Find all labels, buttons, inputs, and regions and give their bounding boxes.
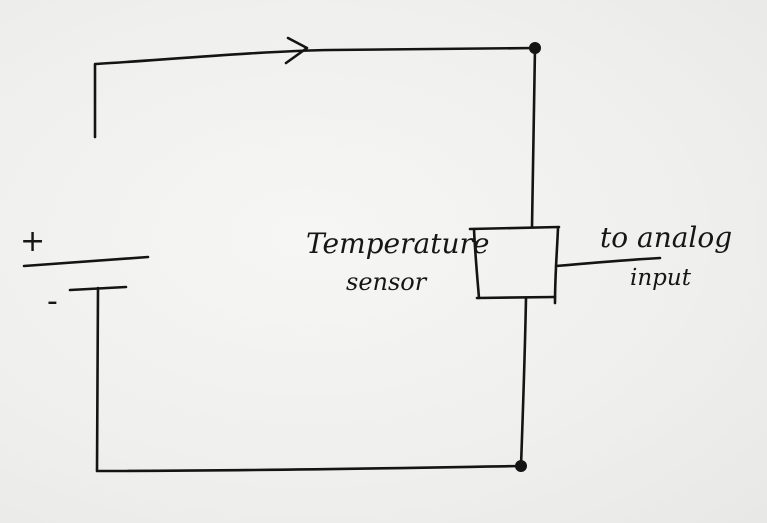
right-upper-wire	[530, 46, 537, 229]
analog-output-wire	[554, 256, 662, 268]
top-wire	[93, 46, 537, 139]
battery-positive-label: +	[20, 224, 45, 259]
sensor-left-side	[472, 227, 481, 300]
battery-negative-plate	[68, 285, 128, 292]
sensor-label-line1: Temperature	[306, 227, 489, 260]
bottom-wire	[95, 286, 523, 473]
battery-positive-plate	[22, 255, 150, 268]
temperature-sensor	[468, 225, 561, 305]
sensor-top-plate	[468, 225, 561, 231]
analog-label-line2: input	[630, 265, 692, 291]
sensor-label-line2: sensor	[346, 268, 428, 296]
current-arrow-icon	[284, 36, 309, 65]
right-lower-wire	[519, 296, 528, 468]
battery	[22, 255, 150, 292]
battery-negative-label: -	[47, 284, 58, 319]
sensor-bottom-plate	[475, 295, 557, 300]
analog-label-line1: to analog	[600, 221, 732, 254]
sensor-right-side	[553, 226, 560, 305]
